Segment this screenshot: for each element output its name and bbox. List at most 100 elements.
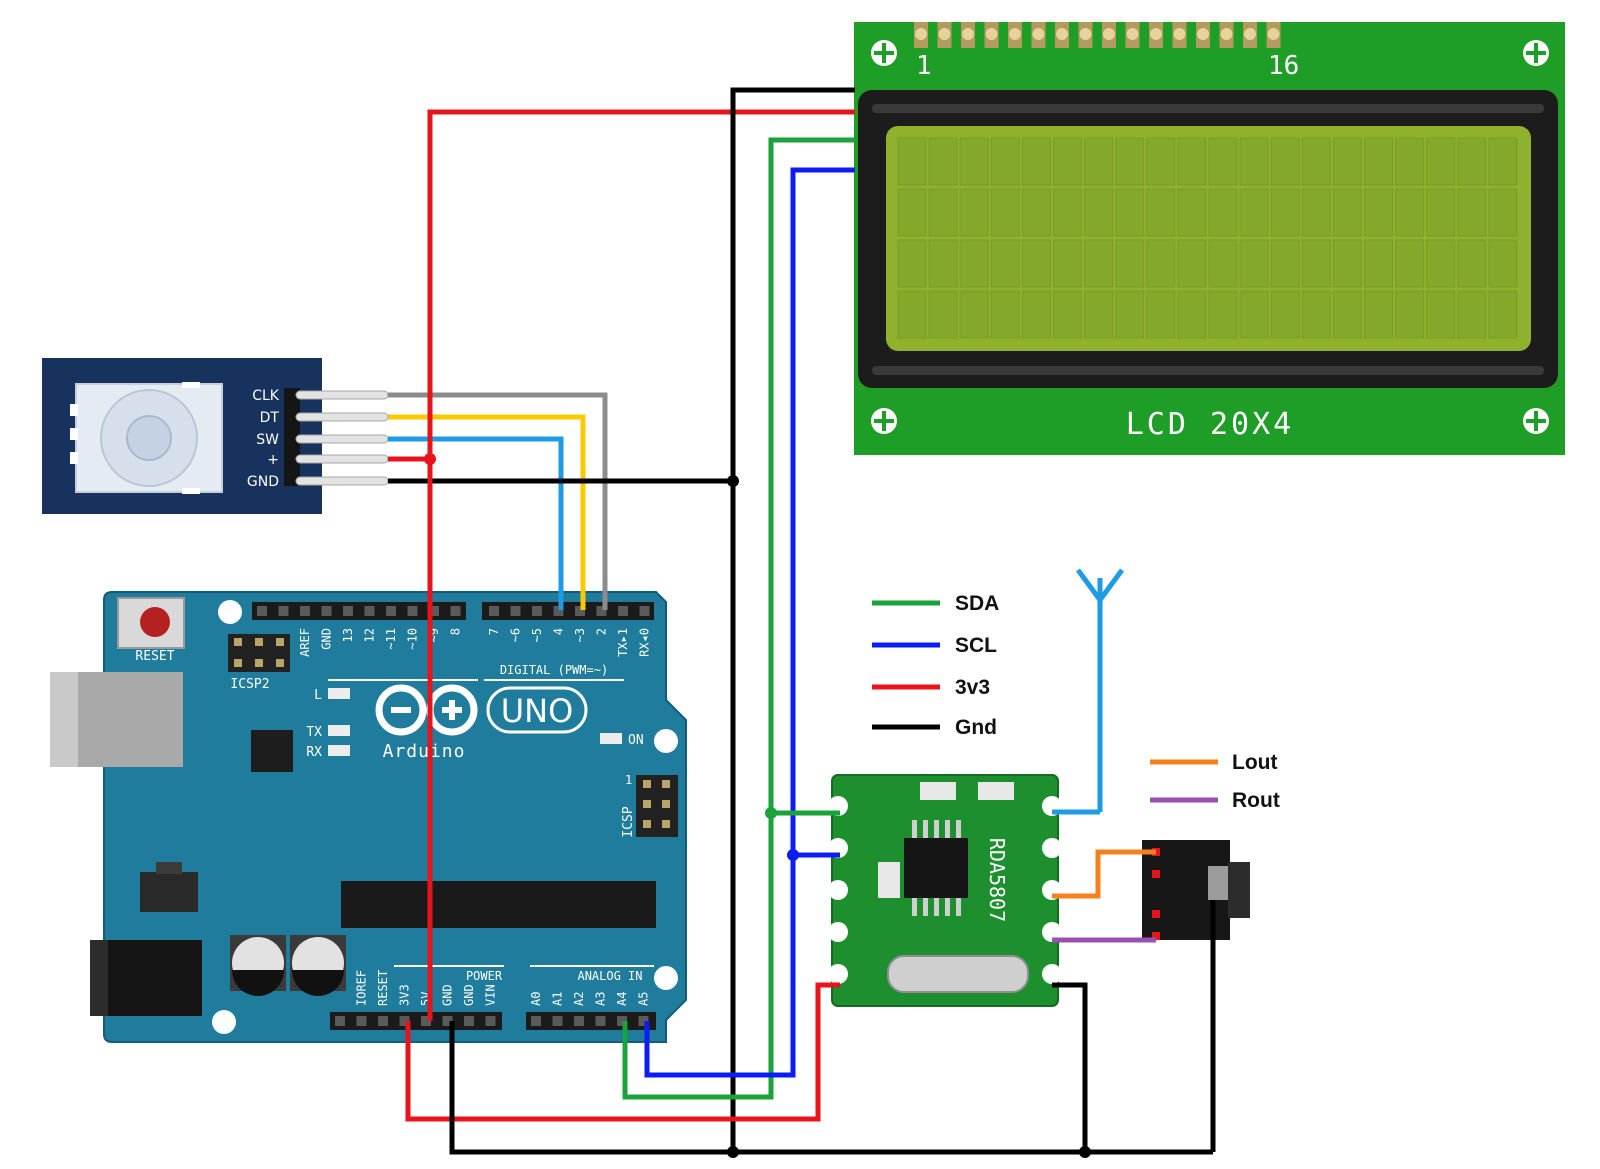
- fm-chip-marking: RDA5807: [985, 838, 1009, 922]
- encoder-pin-label: +: [267, 452, 279, 468]
- digital-pin-label: 13: [341, 628, 355, 642]
- icsp-pin1-label: 1: [625, 773, 632, 787]
- barrel-jack: [90, 940, 202, 1016]
- fm-crystal: [887, 955, 1029, 993]
- usb-chip: [251, 730, 293, 772]
- capacitors: [230, 935, 346, 996]
- icsp-header: [636, 775, 678, 837]
- reset-button-cap[interactable]: [140, 607, 170, 637]
- wire-junction: [1079, 1146, 1091, 1158]
- voltage-regulator: [140, 872, 198, 912]
- lcd-mount-holes: [871, 40, 1549, 434]
- wire-junction: [787, 849, 799, 861]
- wire-junction: [727, 1146, 739, 1158]
- wire-sw: [388, 436, 564, 610]
- atmega-chip: [341, 881, 656, 928]
- digital-pin-label: 7: [487, 628, 501, 635]
- power-header: [330, 1012, 502, 1030]
- digital-pin-label: 12: [363, 628, 377, 642]
- digital-header-right: [482, 602, 654, 620]
- reset-label: RESET: [135, 649, 174, 664]
- lcd-pin-last-label: 16: [1268, 51, 1299, 81]
- wire-scl: [644, 167, 855, 1078]
- legend-label: Rout: [1232, 789, 1280, 812]
- uno-label: UNO: [501, 692, 574, 730]
- analog-pin-label: A1: [551, 992, 565, 1006]
- digital-pin-label: ~3: [573, 628, 587, 642]
- lcd-pin-first-label: 1: [916, 51, 932, 81]
- digital-pin-label: ~10: [406, 628, 420, 650]
- icsp2-label: ICSP2: [230, 677, 269, 692]
- status-led: [328, 688, 350, 699]
- encoder-pin-label: GND: [247, 474, 279, 490]
- digital-pin-label: AREF: [298, 628, 312, 657]
- lcd-module: 1 16 LCD 20X4: [854, 22, 1565, 455]
- fm-radio-module: RDA5807: [828, 774, 1062, 1007]
- arduino-logo: [375, 684, 588, 736]
- power-pin-label: GND: [441, 984, 455, 1006]
- digital-pin-label: RX◂0: [638, 628, 652, 657]
- lcd-label: LCD 20X4: [1126, 407, 1295, 442]
- fm-chip: [904, 838, 968, 898]
- antenna-symbol: [1075, 568, 1125, 812]
- on-led: [600, 733, 622, 744]
- digital-label: DIGITAL (PWM=~): [500, 663, 608, 677]
- digital-pin-label: ~5: [530, 628, 544, 642]
- led-label: TX: [306, 725, 322, 740]
- analog-header: [526, 1012, 656, 1030]
- status-led: [328, 745, 350, 756]
- wire-fm-vcc: [405, 982, 840, 1122]
- analog-pin-label: A2: [572, 992, 586, 1006]
- analog-pin-label: A0: [529, 992, 543, 1006]
- wire-junctions: [424, 453, 1091, 1158]
- encoder-pin-label: CLK: [252, 388, 280, 404]
- wire-junction: [727, 475, 739, 487]
- analog-label: ANALOG IN: [577, 969, 642, 983]
- lcd-header-pins: [914, 22, 1281, 48]
- arduino-brand: Arduino: [383, 741, 466, 762]
- audio-jack: [1142, 840, 1250, 940]
- power-pin-label: IOREF: [355, 970, 369, 1006]
- wire-clk: [388, 392, 608, 610]
- encoder-pin-label: SW: [256, 432, 279, 448]
- digital-pin-label: 4: [552, 628, 566, 635]
- power-label: POWER: [466, 969, 503, 983]
- power-pin-label: VIN: [484, 984, 498, 1006]
- legend-label: SCL: [955, 634, 997, 657]
- wire-gnd-bus: [449, 1021, 1213, 1155]
- arduino-pcb: [103, 591, 687, 1043]
- on-label: ON: [628, 733, 644, 748]
- wire-lout: [1052, 849, 1156, 899]
- wire-junction: [424, 453, 436, 465]
- analog-pin-label: A3: [594, 992, 608, 1006]
- wire-lcd-gnd: [730, 87, 855, 1152]
- status-leds: L TX RX: [306, 688, 350, 760]
- digital-pin-label: ~6: [509, 628, 523, 642]
- power-pin-label: GND: [462, 984, 476, 1006]
- legend-label: SDA: [955, 592, 999, 615]
- digital-pin-label: ~11: [384, 628, 398, 650]
- wire-lcd-vcc: [427, 109, 855, 1021]
- digital-pin-label: GND: [320, 628, 334, 650]
- digital-pin-label: 2: [595, 628, 609, 635]
- power-pin-label: RESET: [376, 970, 390, 1006]
- icsp-label: ICSP: [621, 806, 636, 837]
- digital-pin-label: 8: [449, 628, 463, 635]
- analog-pin-label: A4: [615, 992, 629, 1006]
- led-label: L: [314, 688, 322, 703]
- digital-pin-label: TX▸1: [616, 628, 630, 657]
- legend-label: Gnd: [955, 716, 997, 739]
- led-label: RX: [306, 745, 322, 760]
- lcd-character-grid: [897, 137, 1518, 339]
- encoder-knob: [126, 415, 172, 461]
- status-led: [328, 725, 350, 736]
- legend-label: 3v3: [955, 676, 990, 699]
- wire-sda: [622, 137, 855, 1100]
- power-pin-label: 3V3: [398, 984, 412, 1006]
